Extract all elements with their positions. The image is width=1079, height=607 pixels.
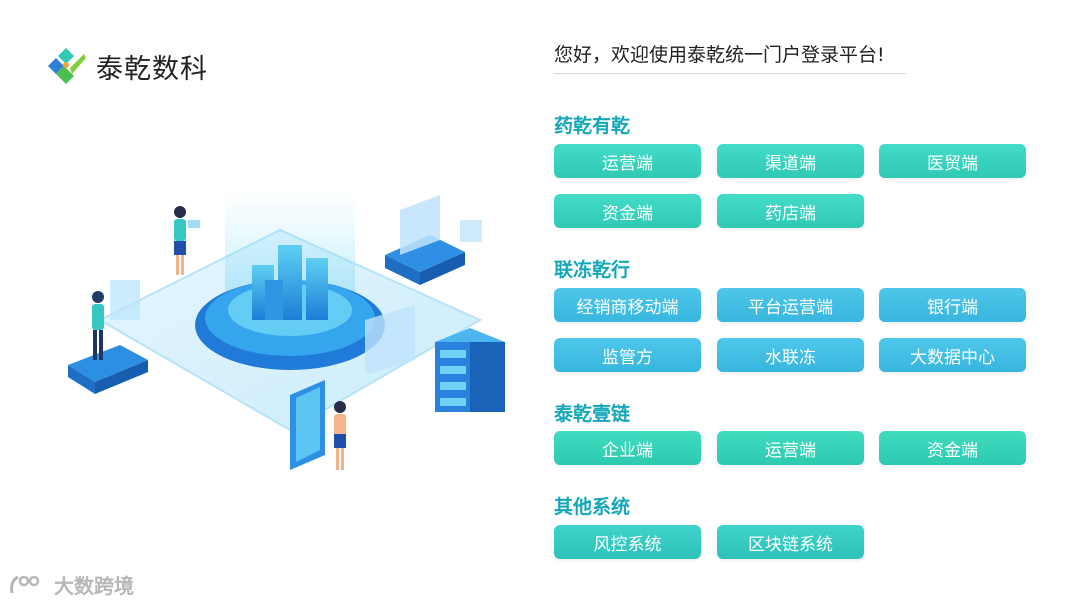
liandong-bank-button[interactable]: 银行端: [879, 288, 1026, 322]
liandong-distributor-mobile-button[interactable]: 经销商移动端: [554, 288, 701, 322]
yilian-enterprise-button[interactable]: 企业端: [554, 431, 701, 465]
yaoqian-pharmacy-button[interactable]: 药店端: [717, 194, 864, 228]
yaoqian-funding-button[interactable]: 资金端: [554, 194, 701, 228]
watermark: 大数跨境: [8, 570, 134, 599]
watermark-logo-icon: [10, 575, 40, 593]
risk-control-system-button[interactable]: 风控系统: [554, 525, 701, 559]
liandong-regulator-button[interactable]: 监管方: [554, 338, 701, 372]
group-title-yaoqian: 药乾有乾: [554, 115, 631, 137]
yaoqian-medical-trade-button[interactable]: 医贸端: [879, 144, 1026, 178]
platform-illustration: [68, 190, 505, 470]
portal-panel: 您好，欢迎使用泰乾统一门户登录平台!: [554, 40, 1034, 74]
blockchain-system-button[interactable]: 区块链系统: [717, 525, 864, 559]
welcome-message: 您好，欢迎使用泰乾统一门户登录平台!: [554, 40, 906, 74]
brand-logo: 泰乾数科: [44, 44, 208, 88]
group-title-liandong: 联冻乾行: [554, 259, 631, 281]
taiqian-logo-icon: [48, 48, 86, 84]
liandong-platform-operations-button[interactable]: 平台运营端: [717, 288, 864, 322]
liandong-big-data-center-button[interactable]: 大数据中心: [879, 338, 1026, 372]
group-title-yilian: 泰乾壹链: [554, 403, 631, 425]
yaoqian-operations-button[interactable]: 运营端: [554, 144, 701, 178]
liandong-water-cold-chain-button[interactable]: 水联冻: [717, 338, 864, 372]
yaoqian-channel-button[interactable]: 渠道端: [717, 144, 864, 178]
brand-name: 泰乾数科: [96, 53, 208, 85]
yilian-operations-button[interactable]: 运营端: [717, 431, 864, 465]
yilian-funding-button[interactable]: 资金端: [879, 431, 1026, 465]
watermark-text: 大数跨境: [54, 574, 134, 598]
group-title-other-systems: 其他系统: [554, 496, 631, 518]
